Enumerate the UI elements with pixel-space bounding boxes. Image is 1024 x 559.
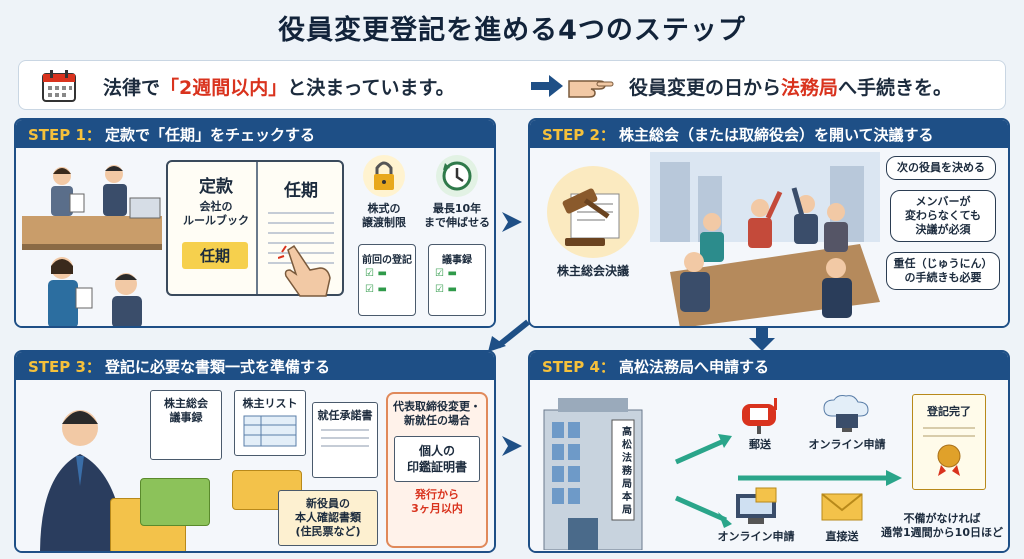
minutes-clipboard: 議事録 ☑ ▬☑ ▬ bbox=[428, 244, 486, 316]
step4-number: STEP 4： bbox=[542, 358, 615, 376]
direct-option: 直接送 bbox=[812, 486, 872, 544]
deadline-banner: 法律で「2週間以内」と決まっています。 役員変更の日から法務局へ手続きを。 bbox=[18, 60, 1006, 110]
building-sign: 高松法務局 本局 bbox=[622, 427, 632, 516]
acceptance-label: 就任承諾書 bbox=[317, 409, 373, 422]
step1-heading: 定款で「任期」をチェックする bbox=[104, 126, 315, 144]
flow-arrow-diagonal-icon bbox=[488, 319, 530, 352]
step3-number: STEP 3： bbox=[28, 358, 101, 376]
step4-body: 高松法務局 本局 郵送 オンライン申請 オンライン申請 直接送 登記完了 bbox=[530, 380, 1008, 551]
book-left-sub: 会社の ルールブック bbox=[183, 200, 249, 227]
cert-label: 登記完了 bbox=[927, 405, 971, 418]
online-label-top: オンライン申請 bbox=[808, 438, 886, 451]
step3-header: STEP 3：登記に必要な書類一式を準備する bbox=[16, 352, 494, 380]
office-workers-illustration bbox=[22, 165, 162, 326]
lock-label: 株式の 譲渡制限 bbox=[362, 202, 406, 229]
office-text: 役員変更の日から法務局へ手続きを。 bbox=[629, 73, 952, 100]
step3-panel: STEP 3：登記に必要な書類一式を準備する 株主総会 議事録 株主リスト 就任… bbox=[14, 350, 496, 553]
office-text-b: へ手続きを。 bbox=[838, 77, 953, 99]
pointing-hand-arrow-icon bbox=[531, 75, 614, 98]
table-icon bbox=[243, 415, 297, 447]
id-document: 新役員の 本人確認書類 (住民票など) bbox=[278, 490, 378, 546]
book-right-title: 任期 bbox=[284, 181, 318, 201]
deadline-text: 法律で「2週間以内」と決まっています。 bbox=[103, 73, 455, 100]
bubble-decide-officers: 次の役員を決める bbox=[886, 156, 996, 180]
submission-arrows bbox=[674, 434, 902, 528]
computer-mail-icon bbox=[736, 487, 777, 524]
registration-complete-certificate: 登記完了 bbox=[912, 394, 986, 490]
folder-icon bbox=[140, 478, 210, 526]
online-option-bottom: オンライン申請 bbox=[716, 486, 796, 544]
gavel-label: 株主総会決議 bbox=[556, 264, 629, 278]
direct-label: 直接送 bbox=[825, 530, 859, 543]
step3-body: 株主総会 議事録 株主リスト 就任承諾書 新役員の 本人確認書類 (住民票など)… bbox=[16, 380, 494, 551]
step1-panel: STEP 1：定款で「任期」をチェックする 定款 会社の ルールブック 任期 任… bbox=[14, 118, 496, 328]
calendar-icon bbox=[42, 70, 76, 102]
step2-number: STEP 2： bbox=[542, 126, 615, 144]
articles-book: 定款 会社の ルールブック 任期 任期 bbox=[166, 160, 344, 297]
acceptance-document: 就任承諾書 bbox=[312, 402, 378, 478]
deadline-text-a: 法律で bbox=[103, 77, 161, 99]
max-term-item: 最長10年 まで伸ばせる bbox=[420, 154, 494, 230]
lock-icon bbox=[363, 155, 405, 197]
book-term-badge: 任期 bbox=[182, 242, 248, 269]
legal-affairs-building-illustration bbox=[543, 398, 643, 550]
seal-validity-note: 発行から 3ヶ月以内 bbox=[411, 488, 463, 515]
cloud-computer-icon bbox=[823, 395, 869, 432]
deadline-highlight: 「2週間以内」 bbox=[160, 77, 288, 99]
shareholder-resolution-item: 株主総会決議 bbox=[538, 164, 648, 278]
step2-heading: 株主総会（または取締役会）を開いて決議する bbox=[618, 126, 934, 144]
mail-option: 郵送 bbox=[730, 394, 790, 452]
office-text-a: 役員変更の日から bbox=[629, 77, 782, 99]
minutes-document: 株主総会 議事録 bbox=[150, 390, 222, 460]
deadline-text-b: と決まっています。 bbox=[287, 77, 455, 99]
mailbox-icon bbox=[742, 398, 777, 434]
seal-certificate-document: 個人の 印鑑証明書 bbox=[394, 436, 480, 482]
step2-body: 株主総会決議 次の役員を決める メンバーが 変わらなくても 決議が必須 重任（じ… bbox=[530, 148, 1008, 326]
page-title: 役員変更登記を進める4つのステップ bbox=[278, 15, 746, 46]
step2-header: STEP 2：株主総会（または取締役会）を開いて決議する bbox=[530, 120, 1008, 148]
step2-panel: STEP 2：株主総会（または取締役会）を開いて決議する 株主総会決議 bbox=[528, 118, 1010, 328]
step4-panel: STEP 4：高松法務局へ申請する 高松法務局 本局 郵送 bbox=[528, 350, 1010, 553]
meeting-illustration bbox=[650, 152, 880, 326]
step1-body: 定款 会社の ルールブック 任期 任期 株式の 譲渡制限 bbox=[16, 148, 494, 326]
flow-arrow-down-icon bbox=[749, 328, 775, 351]
online-option-top: オンライン申請 bbox=[802, 394, 892, 452]
mail-label: 郵送 bbox=[749, 438, 771, 451]
clock-label: 最長10年 まで伸ばせる bbox=[424, 202, 490, 229]
businessman-illustration bbox=[40, 410, 126, 551]
seal-header: 代表取締役変更・ 新就任の場合 bbox=[393, 400, 481, 427]
checkbox-icon: ☑ ▬☑ ▬ bbox=[365, 268, 387, 295]
online-label-bottom: オンライン申請 bbox=[717, 530, 795, 543]
office-highlight: 法務局 bbox=[781, 77, 839, 99]
step1-number: STEP 1： bbox=[28, 126, 101, 144]
flow-arrow-right-icon bbox=[502, 212, 522, 232]
shareholder-list-label: 株主リスト bbox=[242, 397, 298, 410]
clock-icon bbox=[436, 155, 478, 197]
pointing-finger-icon bbox=[278, 244, 331, 297]
step1-header: STEP 1：定款で「任期」をチェックする bbox=[16, 120, 494, 148]
gavel-icon bbox=[547, 166, 639, 258]
step3-heading: 登記に必要な書類一式を準備する bbox=[104, 358, 330, 376]
completion-note: 不備がなければ 通常1週間から10日ほど bbox=[881, 512, 1003, 539]
bubble-reappointment: 重任（じゅうにん） の手続きも必要 bbox=[886, 252, 1000, 290]
envelope-icon bbox=[821, 493, 863, 521]
book-left-title: 定款 bbox=[199, 177, 233, 197]
flow-arrow-right-icon bbox=[502, 436, 522, 456]
step4-heading: 高松法務局へ申請する bbox=[618, 358, 769, 376]
clip1-label: 前回の登記 bbox=[362, 255, 412, 266]
bubble-resolution-required: メンバーが 変わらなくても 決議が必須 bbox=[890, 190, 996, 242]
shareholder-list-document: 株主リスト bbox=[234, 390, 306, 456]
seal-certificate-box: 代表取締役変更・ 新就任の場合 個人の 印鑑証明書 発行から 3ヶ月以内 bbox=[386, 392, 488, 548]
checkbox-icon: ☑ ▬☑ ▬ bbox=[435, 268, 457, 295]
transfer-restriction-item: 株式の 譲渡制限 bbox=[354, 154, 414, 230]
seal-ribbon-icon bbox=[937, 444, 961, 476]
clip2-label: 議事録 bbox=[442, 255, 472, 266]
step4-header: STEP 4：高松法務局へ申請する bbox=[530, 352, 1008, 380]
previous-registration-clipboard: 前回の登記 ☑ ▬☑ ▬ bbox=[358, 244, 416, 316]
